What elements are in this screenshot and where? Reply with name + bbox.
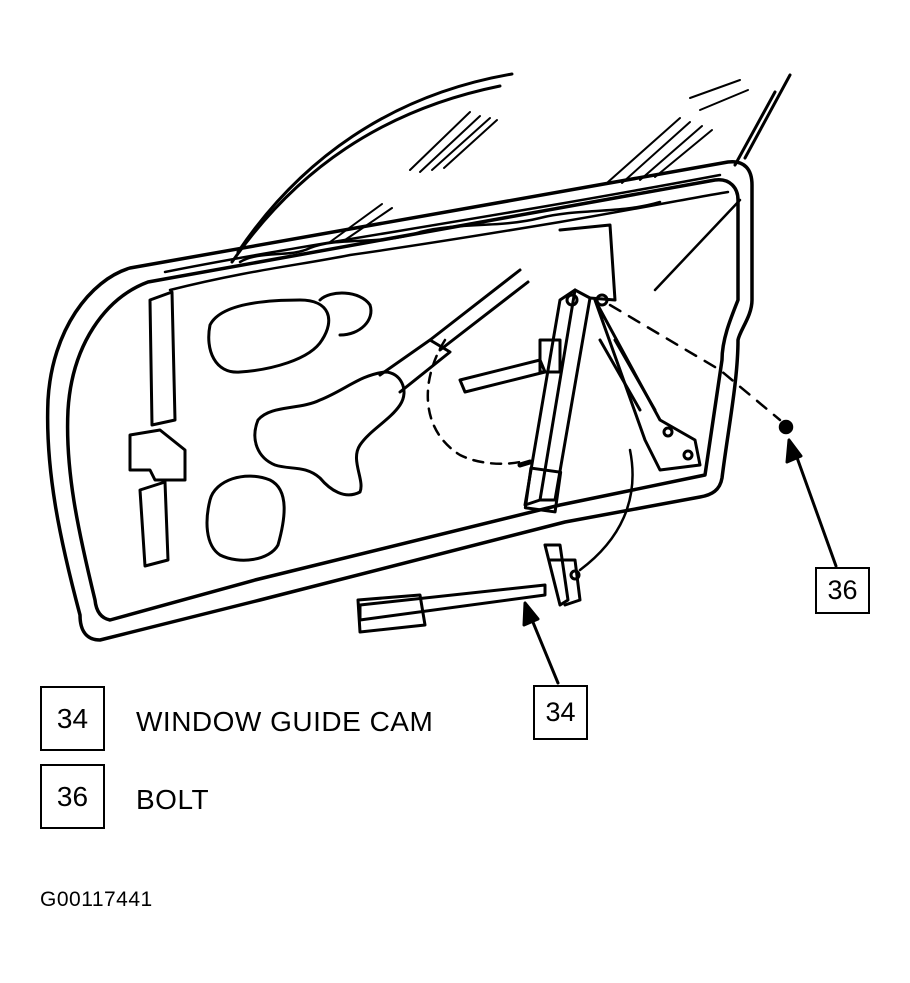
legend-number-34-text: 34 bbox=[56, 702, 89, 734]
legend-number-36: 36 bbox=[40, 764, 105, 829]
glass-glare-lines bbox=[329, 79, 749, 243]
legend-label-bolt: BOLT bbox=[136, 784, 210, 815]
window-glass bbox=[230, 72, 792, 264]
callout-36: 36 bbox=[815, 567, 870, 614]
callout-34: 34 bbox=[533, 685, 588, 740]
bolt-part bbox=[778, 419, 794, 435]
legend-label-window-guide-cam: WINDOW GUIDE CAM bbox=[136, 706, 434, 737]
regulator-track bbox=[523, 223, 702, 514]
window-guide-cam-part bbox=[356, 543, 582, 634]
door-top-molding bbox=[163, 173, 730, 292]
inner-panel bbox=[205, 268, 562, 562]
callout-36-number: 36 bbox=[827, 575, 858, 605]
legend-number-34: 34 bbox=[40, 686, 105, 751]
leader-arrows bbox=[522, 438, 838, 685]
callout-34-number: 34 bbox=[545, 697, 576, 727]
door-hinge bbox=[128, 290, 187, 568]
control-rods bbox=[426, 198, 782, 572]
legend-number-36-text: 36 bbox=[56, 780, 89, 812]
door-shell bbox=[45, 160, 754, 642]
figure-id: G00117441 bbox=[40, 888, 153, 911]
